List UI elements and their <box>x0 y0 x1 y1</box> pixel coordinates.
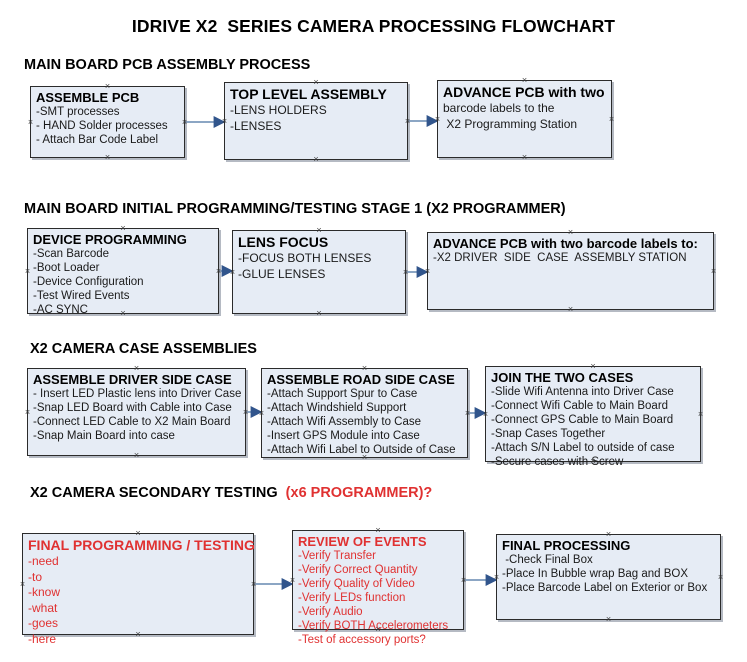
node-assemble-pcb[interactable]: ASSEMBLE PCB-SMT processes - HAND Solder … <box>28 82 187 162</box>
node-assemble-road-side-case[interactable]: ASSEMBLE ROAD SIDE CASE-Attach Support S… <box>259 364 470 462</box>
node-title: LENS FOCUS <box>238 234 329 250</box>
node-line: - HAND Solder processes <box>36 120 168 132</box>
node-line: -Slide Wifi Antenna into Driver Case <box>491 386 674 398</box>
node-line: -Snap Main Board into case <box>33 430 175 442</box>
node-line: -Verify BOTH Accelerometers <box>298 620 449 632</box>
node-line: -Snap Cases Together <box>491 428 606 440</box>
node-line: -Verify Quality of Video <box>298 578 415 590</box>
section-heading-section-initial-programming: MAIN BOARD INITIAL PROGRAMMING/TESTING S… <box>24 201 566 217</box>
node-line: -Place In Bubble wrap Bag and BOX <box>502 568 689 580</box>
node-line: -here <box>28 631 57 646</box>
node-title: ASSEMBLE DRIVER SIDE CASE <box>33 372 232 387</box>
node-line: -Attach Wifi Assembly to Case <box>267 416 422 428</box>
node-line: -Check Final Box <box>502 554 593 566</box>
section-heading-section-main-board-pcb-assembly: MAIN BOARD PCB ASSEMBLY PROCESS <box>24 57 310 73</box>
node-line: -Test Wired Events <box>33 290 130 302</box>
page-title: IDRIVE X2 SERIES CAMERA PROCESSING FLOWC… <box>131 16 616 36</box>
node-title: REVIEW OF EVENTS <box>298 534 427 549</box>
node-line: - Insert LED Plastic lens into Driver Ca… <box>33 388 242 400</box>
node-line: -goes <box>28 616 59 630</box>
node-title: JOIN THE TWO CASES <box>491 370 634 385</box>
node-line: -what <box>28 600 58 615</box>
node-line: - Attach Bar Code Label <box>36 134 159 146</box>
node-advance-pcb-driver-side[interactable]: ADVANCE PCB with two barcode labels to:-… <box>425 228 716 314</box>
node-lens-focus[interactable]: LENS FOCUS-FOCUS BOTH LENSES-GLUE LENSES… <box>230 226 408 318</box>
node-line: -need <box>28 554 59 568</box>
node-line: -SMT processes <box>36 106 120 118</box>
node-line: -LENSES <box>230 118 282 133</box>
node-line: -AC SYNC <box>33 304 88 316</box>
node-line: -to <box>28 569 43 584</box>
node-line: -Verify LEDs function <box>298 592 406 604</box>
node-line: X2 Programming Station <box>443 116 578 131</box>
node-title: ADVANCE PCB with two <box>443 84 605 100</box>
node-line: -know <box>28 585 61 599</box>
node-line: -Place Barcode Label on Exterior or Box <box>502 582 708 594</box>
node-line: -Connect LED Cable to X2 Main Board <box>33 416 231 428</box>
node-line: barcode labels to the <box>443 101 555 115</box>
node-title: ASSEMBLE PCB <box>36 90 140 105</box>
node-line: -Verify Audio <box>298 606 363 618</box>
node-line: -Attach Support Spur to Case <box>267 388 418 400</box>
node-line: -FOCUS BOTH LENSES <box>238 251 372 265</box>
node-device-programming[interactable]: DEVICE PROGRAMMING-Scan Barcode -Boot Loa… <box>25 224 221 318</box>
node-join-the-two-cases[interactable]: JOIN THE TWO CASES-Slide Wifi Antenna in… <box>483 362 703 469</box>
node-line: -Secure cases with Screw <box>491 456 624 468</box>
node-line: -Verify Transfer <box>298 550 376 562</box>
node-line: -Verify Correct Quantity <box>298 564 418 576</box>
section-heading-text: MAIN BOARD PCB ASSEMBLY PROCESS <box>24 57 311 73</box>
node-top-level-assembly[interactable]: TOP LEVEL ASSEMBLY-LENS HOLDERS-LENSES××… <box>222 78 410 164</box>
section-heading-text: X2 CAMERA SECONDARY TESTING <box>30 485 286 501</box>
node-line: -Snap LED Board with Cable into Case <box>33 402 232 414</box>
node-line: -Connect GPS Cable to Main Board <box>491 414 674 426</box>
node-line: -X2 DRIVER SIDE CASE ASSEMBLY STATION <box>433 252 687 264</box>
node-title: ASSEMBLE ROAD SIDE CASE <box>267 372 455 387</box>
section-heading-section-case-assemblies: X2 CAMERA CASE ASSEMBLIES <box>30 341 257 357</box>
node-line: -Device Configuration <box>33 276 144 288</box>
node-final-processing[interactable]: FINAL PROCESSING -Check Final Box -Place … <box>494 530 723 624</box>
node-title: FINAL PROCESSING <box>502 538 631 553</box>
node-line: -Test of accessory ports? <box>298 634 426 646</box>
node-line: -Connect Wifi Cable to Main Board <box>491 400 669 412</box>
section-heading-accent: (x6 PROGRAMMER)? <box>285 485 433 501</box>
node-final-programming-testing[interactable]: FINAL PROGRAMMING / TESTING-need-to-know… <box>20 529 256 646</box>
section-heading-section-secondary-testing: X2 CAMERA SECONDARY TESTING (x6 PROGRAMM… <box>30 485 432 501</box>
node-line: -Attach S/N Label to outside of case <box>491 442 675 454</box>
node-review-of-events[interactable]: REVIEW OF EVENTS-Verify Transfer -Verify … <box>290 526 466 647</box>
node-line: -Boot Loader <box>33 262 100 274</box>
node-line: -Scan Barcode <box>33 248 110 260</box>
section-heading-text: MAIN BOARD INITIAL PROGRAMMING/TESTING S… <box>24 201 566 217</box>
node-title: FINAL PROGRAMMING / TESTING <box>28 537 255 553</box>
section-heading-text: X2 CAMERA CASE ASSEMBLIES <box>30 341 257 357</box>
node-title: TOP LEVEL ASSEMBLY <box>230 86 387 102</box>
node-title: DEVICE PROGRAMMING <box>33 232 187 247</box>
node-assemble-driver-side-case[interactable]: ASSEMBLE DRIVER SIDE CASE- Insert LED Pl… <box>25 364 248 460</box>
node-title: ADVANCE PCB with two barcode labels to: <box>433 236 698 251</box>
node-line: -Attach Wifi Label to Outside of Case <box>267 444 456 456</box>
node-line: -LENS HOLDERS <box>230 103 327 117</box>
node-line: -Insert GPS Module into Case <box>267 430 420 442</box>
node-line: -GLUE LENSES <box>238 266 326 281</box>
node-line: -Attach Windshield Support <box>267 402 407 414</box>
